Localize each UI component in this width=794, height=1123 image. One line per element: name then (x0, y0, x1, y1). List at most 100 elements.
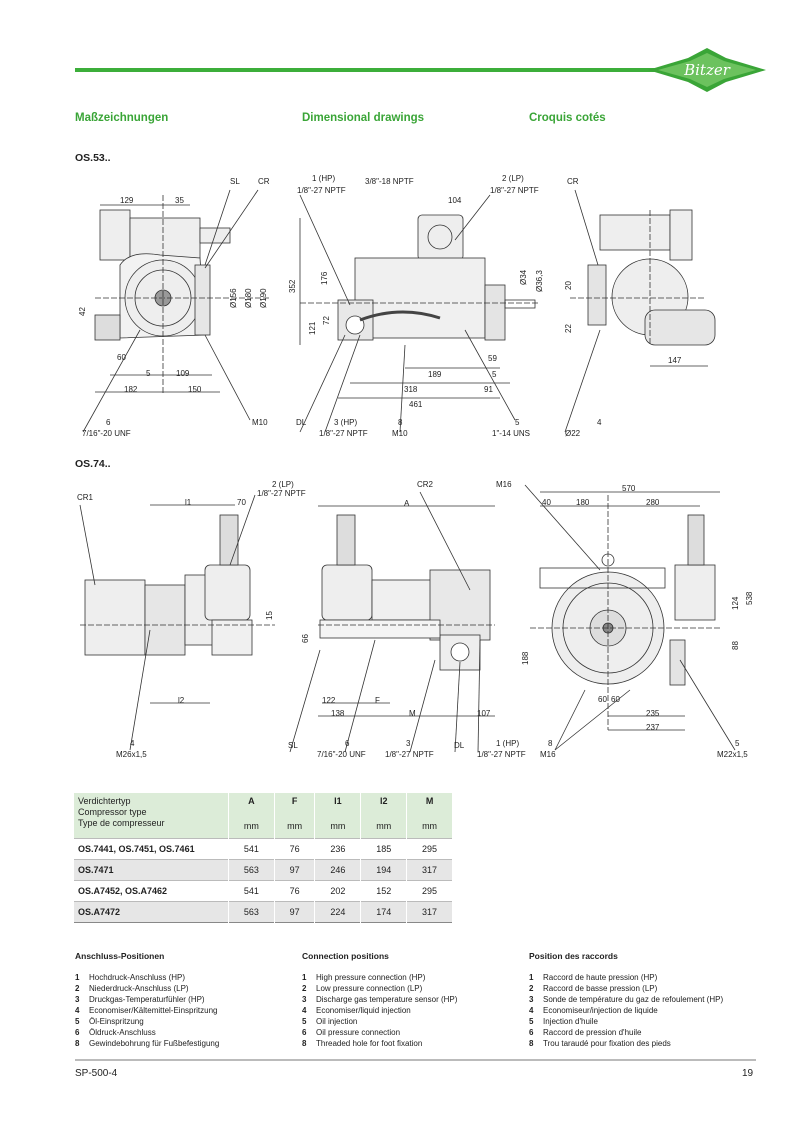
header-rule (75, 68, 665, 72)
document-id: SP-500-4 (75, 1068, 118, 1079)
os53-side-view (299, 194, 540, 433)
os74-dimension-label: 235 (646, 709, 660, 718)
item-text: Injection d'huile (543, 1017, 598, 1026)
os53-dimension-label: 6 (106, 418, 111, 427)
os53-dimension-label: SL (230, 177, 240, 186)
os53-dimension-label: M10 (392, 429, 408, 438)
item-number: 1 (302, 973, 307, 982)
os53-dimension-label: 1 (HP) (312, 174, 336, 183)
os74-front-view (289, 491, 495, 753)
item-number: 1 (75, 973, 80, 982)
page-number: 19 (742, 1068, 754, 1079)
os53-dimension-label: 20 (564, 281, 573, 290)
os74-dimension-label: 107 (477, 709, 491, 718)
item-text: Economiser/Kältemittel-Einspritzung (89, 1006, 218, 1015)
os74-dimension-label: DL (454, 741, 465, 750)
header-compressor-type: Verdichtertyp Compressor type Type de co… (74, 793, 229, 839)
dimension-value: 174 (360, 901, 408, 923)
item-text: Oil injection (316, 1017, 358, 1026)
item-text: Niederdruck-Anschluss (LP) (89, 984, 189, 993)
item-text: Low pressure connection (LP) (316, 984, 423, 993)
item-text: Oil pressure connection (316, 1028, 401, 1037)
os53-dimension-label: 176 (320, 271, 329, 285)
os74-dimension-label: 280 (646, 498, 660, 507)
os74-dimension-label: M26x1,5 (116, 750, 147, 759)
item-number: 8 (75, 1039, 80, 1048)
os74-dimension-label: 1/8"-27 NPTF (477, 750, 526, 759)
os53-dimension-label: Ø36,3 (535, 270, 544, 292)
os53-dimension-label: 22 (564, 324, 573, 333)
os53-dimension-label: 147 (668, 356, 682, 365)
item-text: Sonde de température du gaz de refouleme… (543, 995, 724, 1004)
os53-dimension-label: M10 (252, 418, 268, 427)
os74-dimension-label: 1/8"-27 NPTF (257, 489, 306, 498)
os53-dimension-label: 109 (176, 369, 190, 378)
dimension-value: 563 (228, 901, 275, 923)
os53-dimension-label: 8 (398, 418, 403, 427)
os74-dimension-label: l2 (178, 696, 185, 705)
list-title: Anschluss-Positionen (75, 951, 165, 961)
os74-dimension-label: SL (288, 741, 298, 750)
os53-dimension-label: 189 (428, 370, 442, 379)
title-fr: Croquis cotés (529, 112, 606, 124)
dimension-value: 76 (274, 838, 316, 860)
header-type-de: Verdichtertyp (78, 796, 131, 806)
dimension-value: 202 (314, 880, 362, 902)
section-title-os53: OS.53.. (75, 152, 111, 164)
os74-dimension-label: CR2 (417, 480, 434, 489)
svg-text:Bitzer: Bitzer (683, 61, 731, 79)
os53-dimension-label: 1/8"-27 NPTF (297, 186, 346, 195)
os74-dimension-label: l1 (185, 498, 192, 507)
item-number: 1 (529, 973, 534, 982)
os53-dimension-label: 4 (597, 418, 602, 427)
item-number: 6 (529, 1028, 534, 1037)
os74-dimension-label: 70 (237, 498, 246, 507)
os53-dimension-label: 182 (124, 385, 138, 394)
item-text: Trou taraudé pour fixation des pieds (543, 1039, 671, 1048)
dimensions-table: Verdichtertyp Compressor type Type de co… (74, 793, 453, 923)
dimension-value: 541 (228, 838, 275, 860)
os53-dimension-label: Ø156 (229, 288, 238, 308)
item-text: Threaded hole for foot fixation (316, 1039, 423, 1048)
os74-dimension-label: 237 (646, 723, 660, 732)
item-text: Raccord de basse pression (LP) (543, 984, 658, 993)
dimension-value: 317 (406, 859, 453, 881)
compressor-type: OS.A7472 (74, 901, 229, 923)
dimension-value: 97 (274, 859, 316, 881)
header-type-en: Compressor type (78, 807, 147, 817)
dimension-value: 224 (314, 901, 362, 923)
item-text: Economiser/liquid injection (316, 1006, 411, 1015)
os74-rear-view (524, 484, 736, 751)
item-number: 2 (529, 984, 534, 993)
os53-dimension-label: 104 (448, 196, 462, 205)
os74-dimension-label: M16 (540, 750, 556, 759)
os74-dimension-label: M22x1,5 (717, 750, 748, 759)
dimension-value: 295 (406, 880, 453, 902)
os53-dimension-label: 1/8"-27 NPTF (319, 429, 368, 438)
item-number: 5 (75, 1017, 80, 1026)
os53-dimension-label: 1/8"-27 NPTF (490, 186, 539, 195)
os74-dimension-label: M (409, 709, 416, 718)
os74-dimension-label: 66 (301, 634, 310, 643)
os53-dimension-label: Ø22 (565, 429, 581, 438)
dimension-value: 541 (228, 880, 275, 902)
dimension-value: 152 (360, 880, 408, 902)
bitzer-logo: Bitzer (648, 48, 766, 92)
item-text: Economiseur/injection de liquide (543, 1006, 658, 1015)
os74-dimension-label: 40 (542, 498, 551, 507)
